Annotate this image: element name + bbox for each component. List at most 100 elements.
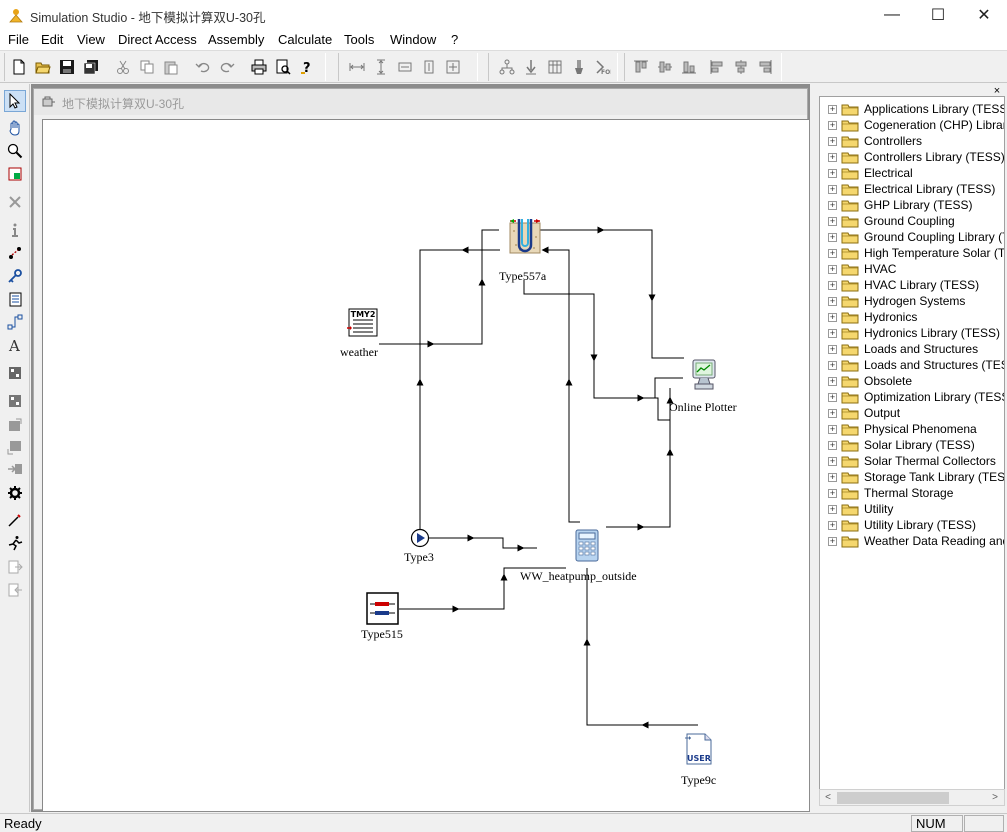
table-icon[interactable] (545, 57, 565, 77)
down-arrow-icon[interactable] (521, 57, 541, 77)
new-file-icon[interactable] (9, 57, 29, 77)
help-icon[interactable]: ? (297, 57, 317, 77)
undo-icon[interactable] (193, 57, 213, 77)
macro-edit-icon[interactable] (4, 390, 26, 412)
library-tree[interactable]: +Applications Library (TESS)+Cogeneratio… (819, 96, 1005, 792)
redo-icon[interactable] (217, 57, 237, 77)
delete-x-icon[interactable] (4, 191, 26, 213)
expand-plus-icon[interactable]: + (828, 344, 837, 354)
menu-help[interactable]: ? (451, 32, 459, 47)
library-item[interactable]: +Controllers Library (TESS) (820, 149, 1004, 165)
print-icon[interactable] (249, 57, 269, 77)
menu-tools[interactable]: Tools (344, 32, 375, 47)
copy-icon[interactable] (137, 57, 157, 77)
menu-window[interactable]: Window (390, 32, 437, 47)
library-item[interactable]: +Applications Library (TESS) (820, 101, 1004, 117)
print-preview-icon[interactable] (273, 57, 293, 77)
link-type3-type557a[interactable] (419, 249, 500, 538)
library-item[interactable]: +Optimization Library (TESS) (820, 389, 1004, 405)
library-item[interactable]: +Cogeneration (CHP) Library (TESS) (820, 117, 1004, 133)
save-all-icon[interactable] (81, 57, 101, 77)
align-middle-icon[interactable] (655, 57, 675, 77)
library-item[interactable]: +Ground Coupling (820, 213, 1004, 229)
macro-import-icon[interactable] (4, 436, 26, 458)
probe-wand-icon[interactable] (4, 509, 26, 531)
cut-icon[interactable] (113, 57, 133, 77)
export-file-icon[interactable] (4, 556, 26, 578)
library-item[interactable]: +Obsolete (820, 373, 1004, 389)
expand-plus-icon[interactable]: + (828, 232, 837, 242)
expand-plus-icon[interactable]: + (828, 328, 837, 338)
align-center-icon[interactable] (731, 57, 751, 77)
menu-direct-access[interactable]: Direct Access (118, 32, 197, 47)
probe-icon[interactable] (569, 57, 589, 77)
expand-plus-icon[interactable]: + (828, 216, 837, 226)
settings-gear-icon[interactable] (4, 482, 26, 504)
zoom-icon[interactable] (4, 140, 26, 162)
info-icon[interactable] (4, 219, 26, 241)
library-item[interactable]: +Solar Library (TESS) (820, 437, 1004, 453)
library-item[interactable]: +Weather Data Reading and Processing (820, 533, 1004, 549)
library-item[interactable]: +Utility (820, 501, 1004, 517)
component-ww-heatpump[interactable] (574, 529, 600, 563)
expand-plus-icon[interactable]: + (828, 280, 837, 290)
open-folder-icon[interactable] (33, 57, 53, 77)
library-horizontal-scrollbar[interactable]: < > (819, 789, 1005, 806)
expand-plus-icon[interactable]: + (828, 312, 837, 322)
space-vertical-icon[interactable] (419, 57, 439, 77)
link-plotter-in-a[interactable] (645, 377, 683, 399)
hand-pan-icon[interactable] (4, 117, 26, 139)
library-item[interactable]: +Controllers (820, 133, 1004, 149)
list-document-icon[interactable] (4, 288, 26, 310)
link-heatpump-plotter[interactable] (606, 420, 671, 528)
macro-export-icon[interactable] (4, 414, 26, 436)
key-icon[interactable] (4, 265, 26, 287)
save-icon[interactable] (57, 57, 77, 77)
library-item[interactable]: +Storage Tank Library (TESS) (820, 469, 1004, 485)
library-close-button[interactable]: × (993, 85, 1001, 97)
scroll-thumb[interactable] (837, 792, 949, 804)
menu-edit[interactable]: Edit (41, 32, 64, 47)
expand-plus-icon[interactable]: + (828, 536, 837, 546)
expand-plus-icon[interactable]: + (828, 248, 837, 258)
link-plotter-in-b[interactable] (655, 388, 671, 421)
library-item[interactable]: +Electrical (820, 165, 1004, 181)
library-item[interactable]: +Hydrogen Systems (820, 293, 1004, 309)
same-size-icon[interactable] (443, 57, 463, 77)
link-type3-heatpump[interactable] (429, 537, 537, 549)
link-type557a-plotter-b[interactable] (523, 280, 645, 399)
expand-plus-icon[interactable]: + (828, 424, 837, 434)
expand-plus-icon[interactable]: + (828, 472, 837, 482)
expand-plus-icon[interactable]: + (828, 488, 837, 498)
macro-link-icon[interactable] (4, 458, 26, 480)
expand-plus-icon[interactable]: + (828, 136, 837, 146)
menu-view[interactable]: View (77, 32, 105, 47)
library-item[interactable]: +HVAC Library (TESS) (820, 277, 1004, 293)
library-item[interactable]: +Hydronics Library (TESS) (820, 325, 1004, 341)
library-item[interactable]: +Output (820, 405, 1004, 421)
library-item[interactable]: +Solar Thermal Collectors (820, 453, 1004, 469)
library-item[interactable]: +HVAC (820, 261, 1004, 277)
expand-plus-icon[interactable]: + (828, 264, 837, 274)
align-top-icon[interactable] (631, 57, 651, 77)
component-type515[interactable] (366, 592, 399, 625)
library-item[interactable]: +High Temperature Solar (TESS) (820, 245, 1004, 261)
expand-plus-icon[interactable]: + (828, 360, 837, 370)
library-item[interactable]: +Utility Library (TESS) (820, 517, 1004, 533)
paste-icon[interactable] (161, 57, 181, 77)
link-weather-type557a[interactable] (379, 229, 499, 345)
align-bottom-icon[interactable] (679, 57, 699, 77)
expand-plus-icon[interactable]: + (828, 440, 837, 450)
assembly-canvas[interactable]: Type557a TMY2 weather (42, 119, 809, 811)
expand-plus-icon[interactable]: + (828, 456, 837, 466)
component-weather[interactable]: TMY2 (347, 308, 379, 338)
component-online-plotter[interactable] (691, 358, 717, 392)
library-item[interactable]: +Loads and Structures (TESS) (820, 357, 1004, 373)
same-width-icon[interactable] (347, 57, 367, 77)
link-type9c-heatpump[interactable] (586, 568, 698, 726)
expand-plus-icon[interactable]: + (828, 184, 837, 194)
connect-link-icon[interactable] (4, 311, 26, 333)
library-item[interactable]: +GHP Library (TESS) (820, 197, 1004, 213)
component-type9c[interactable]: USER (683, 732, 715, 766)
library-item[interactable]: +Electrical Library (TESS) (820, 181, 1004, 197)
